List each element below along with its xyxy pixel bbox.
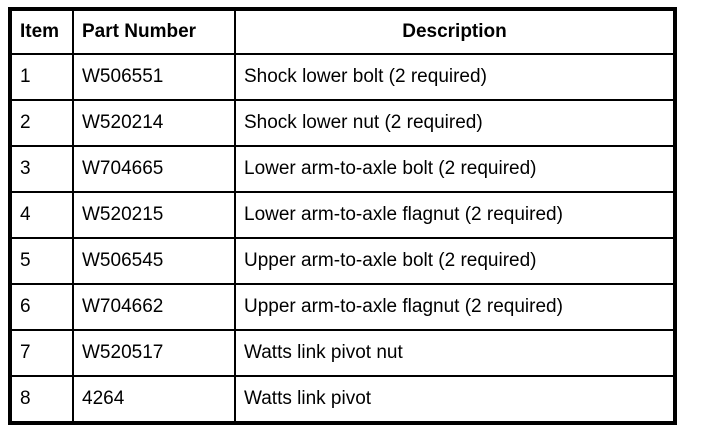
cell-item: 6 xyxy=(9,283,74,331)
cell-description: Shock lower bolt (2 required) xyxy=(234,53,676,101)
cell-part-number: W520214 xyxy=(72,99,236,147)
table-row: 6 W704662 Upper arm-to-axle flagnut (2 r… xyxy=(9,283,676,331)
cell-description: Upper arm-to-axle flagnut (2 required) xyxy=(234,283,676,331)
cell-description: Shock lower nut (2 required) xyxy=(234,99,676,147)
cell-item: 5 xyxy=(9,237,74,285)
table-body: 1 W506551 Shock lower bolt (2 required) … xyxy=(9,53,676,424)
cell-description: Upper arm-to-axle bolt (2 required) xyxy=(234,237,676,285)
cell-item: 4 xyxy=(9,191,74,239)
cell-description: Lower arm-to-axle bolt (2 required) xyxy=(234,145,676,193)
cell-part-number: W506551 xyxy=(72,53,236,101)
cell-item: 1 xyxy=(9,53,74,101)
parts-table: Item Part Number Description 1 W506551 S… xyxy=(8,7,677,425)
cell-part-number: W704662 xyxy=(72,283,236,331)
table-row: 5 W506545 Upper arm-to-axle bolt (2 requ… xyxy=(9,237,676,285)
table-row: 8 4264 Watts link pivot xyxy=(9,375,676,424)
cell-item: 7 xyxy=(9,329,74,377)
cell-part-number: W520517 xyxy=(72,329,236,377)
cell-description: Lower arm-to-axle flagnut (2 required) xyxy=(234,191,676,239)
table-row: 7 W520517 Watts link pivot nut xyxy=(9,329,676,377)
cell-part-number: W704665 xyxy=(72,145,236,193)
cell-part-number: 4264 xyxy=(72,375,236,424)
column-header-description: Description xyxy=(234,8,676,55)
cell-item: 2 xyxy=(9,99,74,147)
cell-item: 3 xyxy=(9,145,74,193)
column-header-item: Item xyxy=(9,8,74,55)
column-header-part-number: Part Number xyxy=(72,8,236,55)
table-row: 2 W520214 Shock lower nut (2 required) xyxy=(9,99,676,147)
cell-part-number: W506545 xyxy=(72,237,236,285)
table-row: 1 W506551 Shock lower bolt (2 required) xyxy=(9,53,676,101)
cell-item: 8 xyxy=(9,375,74,424)
cell-description: Watts link pivot xyxy=(234,375,676,424)
cell-part-number: W520215 xyxy=(72,191,236,239)
table-row: 3 W704665 Lower arm-to-axle bolt (2 requ… xyxy=(9,145,676,193)
table-header: Item Part Number Description xyxy=(9,8,676,55)
table-row: 4 W520215 Lower arm-to-axle flagnut (2 r… xyxy=(9,191,676,239)
cell-description: Watts link pivot nut xyxy=(234,329,676,377)
table-header-row: Item Part Number Description xyxy=(9,8,676,55)
